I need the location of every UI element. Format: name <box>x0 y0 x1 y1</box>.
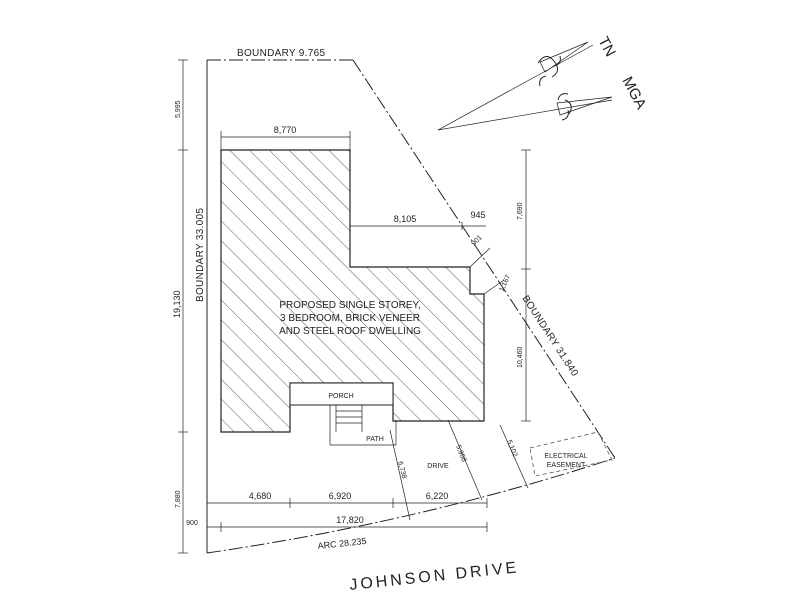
porch-label: PORCH <box>328 393 353 400</box>
dim-diag-5102: 5,102 <box>505 439 518 458</box>
dwelling-note-line3: AND STEEL ROOF DWELLING <box>279 326 421 337</box>
tn-arrow-symbol <box>537 41 589 87</box>
dim-width-top: 8,770 <box>220 125 351 150</box>
diagonal-dimensions: 6,738 5,968 5,102 <box>389 419 529 521</box>
dim-901-label: 901 <box>470 234 483 247</box>
easement-label-line2: EASEMENT <box>547 462 586 469</box>
mga-label: MGA <box>618 74 649 112</box>
lot-boundary <box>206 59 616 554</box>
dim-width-top-label: 8,770 <box>274 125 297 135</box>
street-name: JOHNSON DRIVE <box>349 559 520 594</box>
electrical-easement: ELECTRICAL EASEMENT <box>529 431 613 477</box>
dim-left-mid: 19,130 <box>172 290 182 318</box>
dim-bottom-6220: 6,220 <box>426 491 449 501</box>
dwelling-note-line2: 3 BEDROOM, BRICK VENEER <box>280 313 420 324</box>
easement-label-line1: ELECTRICAL <box>544 453 587 460</box>
dim-left-bottom: 7,880 <box>175 490 182 508</box>
boundary-right-label: BOUNDARY 31.840 <box>519 294 580 379</box>
boundary-top-label: BOUNDARY 9.765 <box>237 48 325 59</box>
dim-setback-right-label: 945 <box>470 210 485 220</box>
dim-diag-5968: 5,968 <box>454 444 467 463</box>
drive-label: DRIVE <box>427 463 449 470</box>
dim-left-top: 5,995 <box>175 100 182 118</box>
tn-label: TN <box>594 34 618 60</box>
dim-diag-6738: 6,738 <box>396 461 407 480</box>
dwelling-note: PROPOSED SINGLE STOREY, 3 BEDROOM, BRICK… <box>279 300 421 337</box>
arc-label: ARC 28.235 <box>317 536 367 551</box>
dim-right-10460: 10,460 <box>517 346 524 368</box>
dim-bottom-17820: 17,820 <box>336 515 364 525</box>
dwelling-note-line1: PROPOSED SINGLE STOREY, <box>279 300 420 311</box>
mga-arrow-symbol <box>556 93 613 121</box>
right-dimension-chain: 7,690 10,460 1,167 <box>483 149 531 422</box>
dim-bottom-900: 900 <box>186 520 198 527</box>
dim-setback-mid-label: 8,105 <box>394 214 417 224</box>
dim-bottom-6920: 6,920 <box>329 491 352 501</box>
dim-setback: 8,105 945 901 <box>350 210 491 268</box>
dim-bottom-4680: 4,680 <box>249 491 272 501</box>
path-label: PATH <box>366 436 384 443</box>
dim-right-1167: 1,167 <box>498 274 512 293</box>
left-dimension-chain: 5,995 19,130 7,880 <box>172 59 188 554</box>
bottom-dimension-chain: 4,680 6,920 6,220 17,820 900 <box>186 491 488 532</box>
porch-area: PORCH PATH <box>289 382 397 446</box>
north-arrows: TN MGA <box>437 34 650 131</box>
boundary-left-label: BOUNDARY 33.005 <box>195 208 206 302</box>
dim-right-7690: 7,690 <box>517 202 524 220</box>
